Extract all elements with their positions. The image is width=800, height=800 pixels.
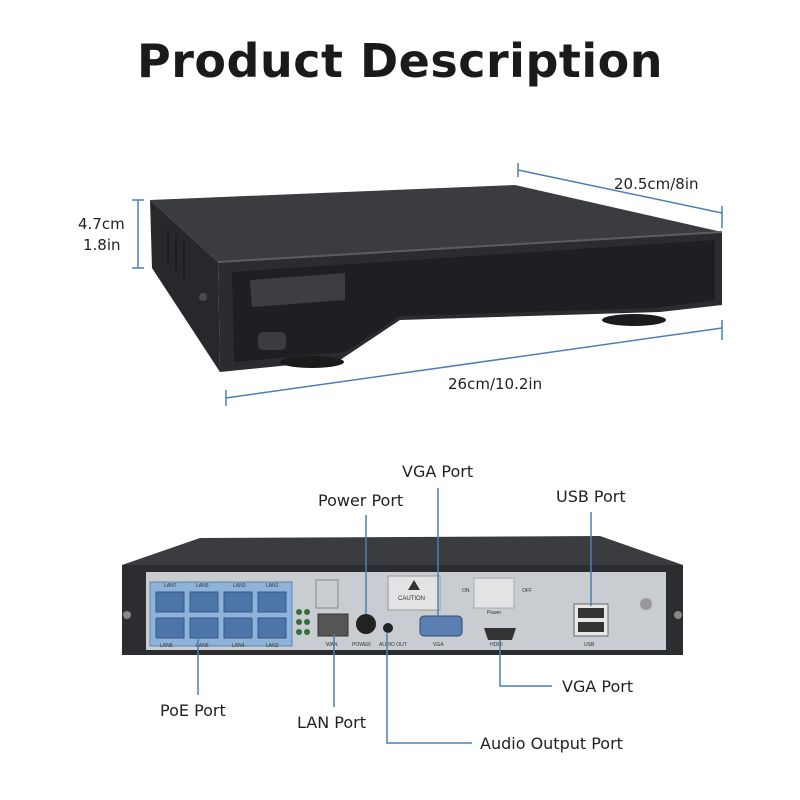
lan3-text: LAN3 (233, 583, 246, 589)
audio-output-port-label: Audio Output Port (480, 734, 623, 753)
on-text: ON (462, 588, 470, 594)
width-dimension-line (225, 320, 723, 406)
lan-port-label: LAN Port (297, 713, 366, 732)
lan6-text: LAN6 (196, 643, 209, 649)
nvr-rear-view (122, 536, 683, 655)
off-text: OFF (522, 588, 532, 594)
vga-text: VGA (433, 642, 444, 648)
lan4-text: LAN4 (232, 643, 245, 649)
lan2-text: LAN2 (266, 643, 279, 649)
width-label: 26cm/10.2in (448, 375, 543, 393)
wan-text: WAN (326, 642, 338, 648)
height-cm-label: 4.7cm (78, 215, 125, 233)
caution-text: CAUTION (398, 596, 425, 602)
callout-lines (197, 488, 592, 744)
vga-right-leader (499, 640, 552, 687)
lan1-text: LAN1 (266, 583, 279, 589)
audio-leader (386, 632, 472, 744)
usb-text: USB (584, 642, 595, 648)
vga-port-right-label: VGA Port (562, 677, 634, 696)
page-title: Product Description (137, 34, 663, 88)
hdmi-text: HDMI (490, 642, 503, 648)
depth-label: 20.5cm/8in (614, 175, 699, 193)
lan5-text: LAN5 (196, 583, 209, 589)
vga-port-top-label: VGA Port (402, 462, 474, 481)
lan8-text: LAN8 (160, 643, 173, 649)
power-text: POWER (352, 642, 371, 648)
power-port-label: Power Port (318, 491, 404, 510)
nvr-front-view (150, 185, 723, 372)
usb-port-label: USB Port (556, 487, 626, 506)
poe-port-label: PoE Port (160, 701, 226, 720)
height-in-label: 1.8in (83, 236, 121, 254)
depth-dimension-line (517, 163, 723, 228)
panel-text: LAN7 LAN5 LAN3 LAN1 LAN8 LAN6 LAN4 LAN2 … (160, 583, 595, 649)
height-dimension-line (132, 199, 144, 269)
power-small-text: Power (487, 610, 502, 616)
lan7-text: LAN7 (164, 583, 177, 589)
audio-out-text: AUDIO OUT (379, 642, 407, 648)
